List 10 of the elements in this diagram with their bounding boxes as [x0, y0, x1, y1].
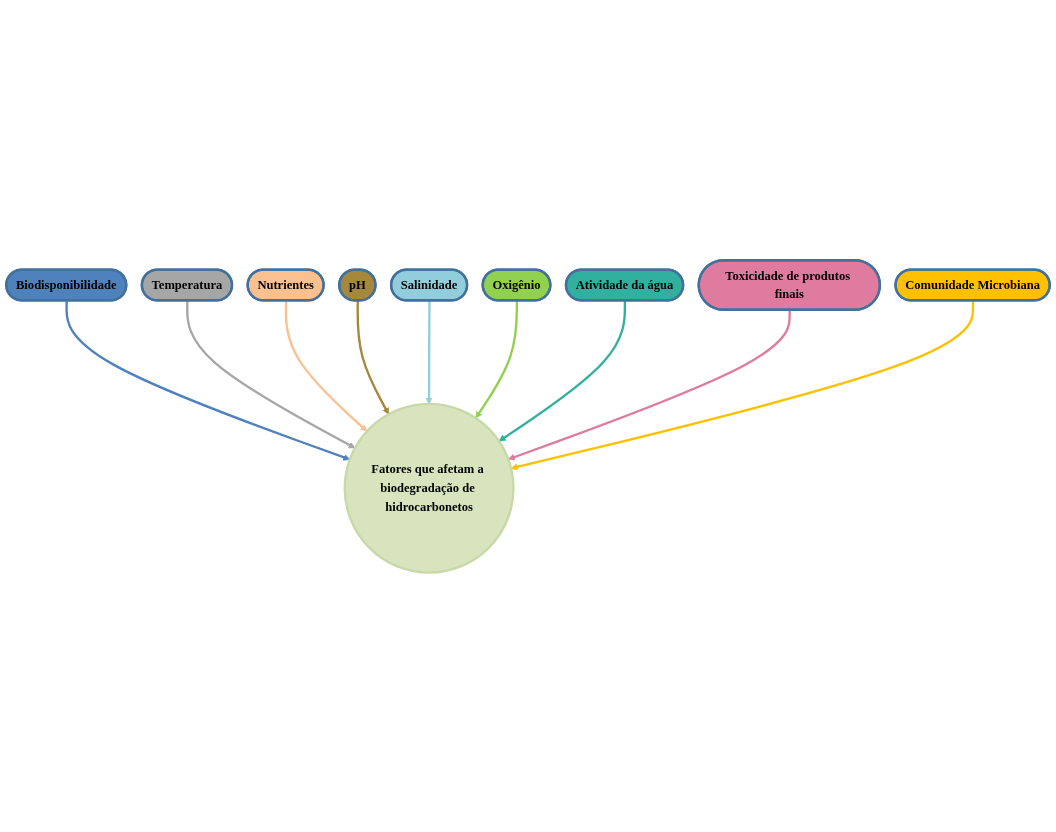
arrow — [356, 300, 389, 415]
arrow — [475, 300, 519, 418]
arrow — [186, 300, 356, 448]
arrow — [65, 300, 351, 461]
arrow — [510, 300, 975, 470]
node-circle: Fatores que afetam a biodegradação de hidrocarbonetos — [343, 402, 515, 574]
arrow — [284, 300, 368, 432]
arrow — [498, 300, 627, 442]
arrow — [508, 309, 791, 460]
arrow — [425, 300, 433, 404]
